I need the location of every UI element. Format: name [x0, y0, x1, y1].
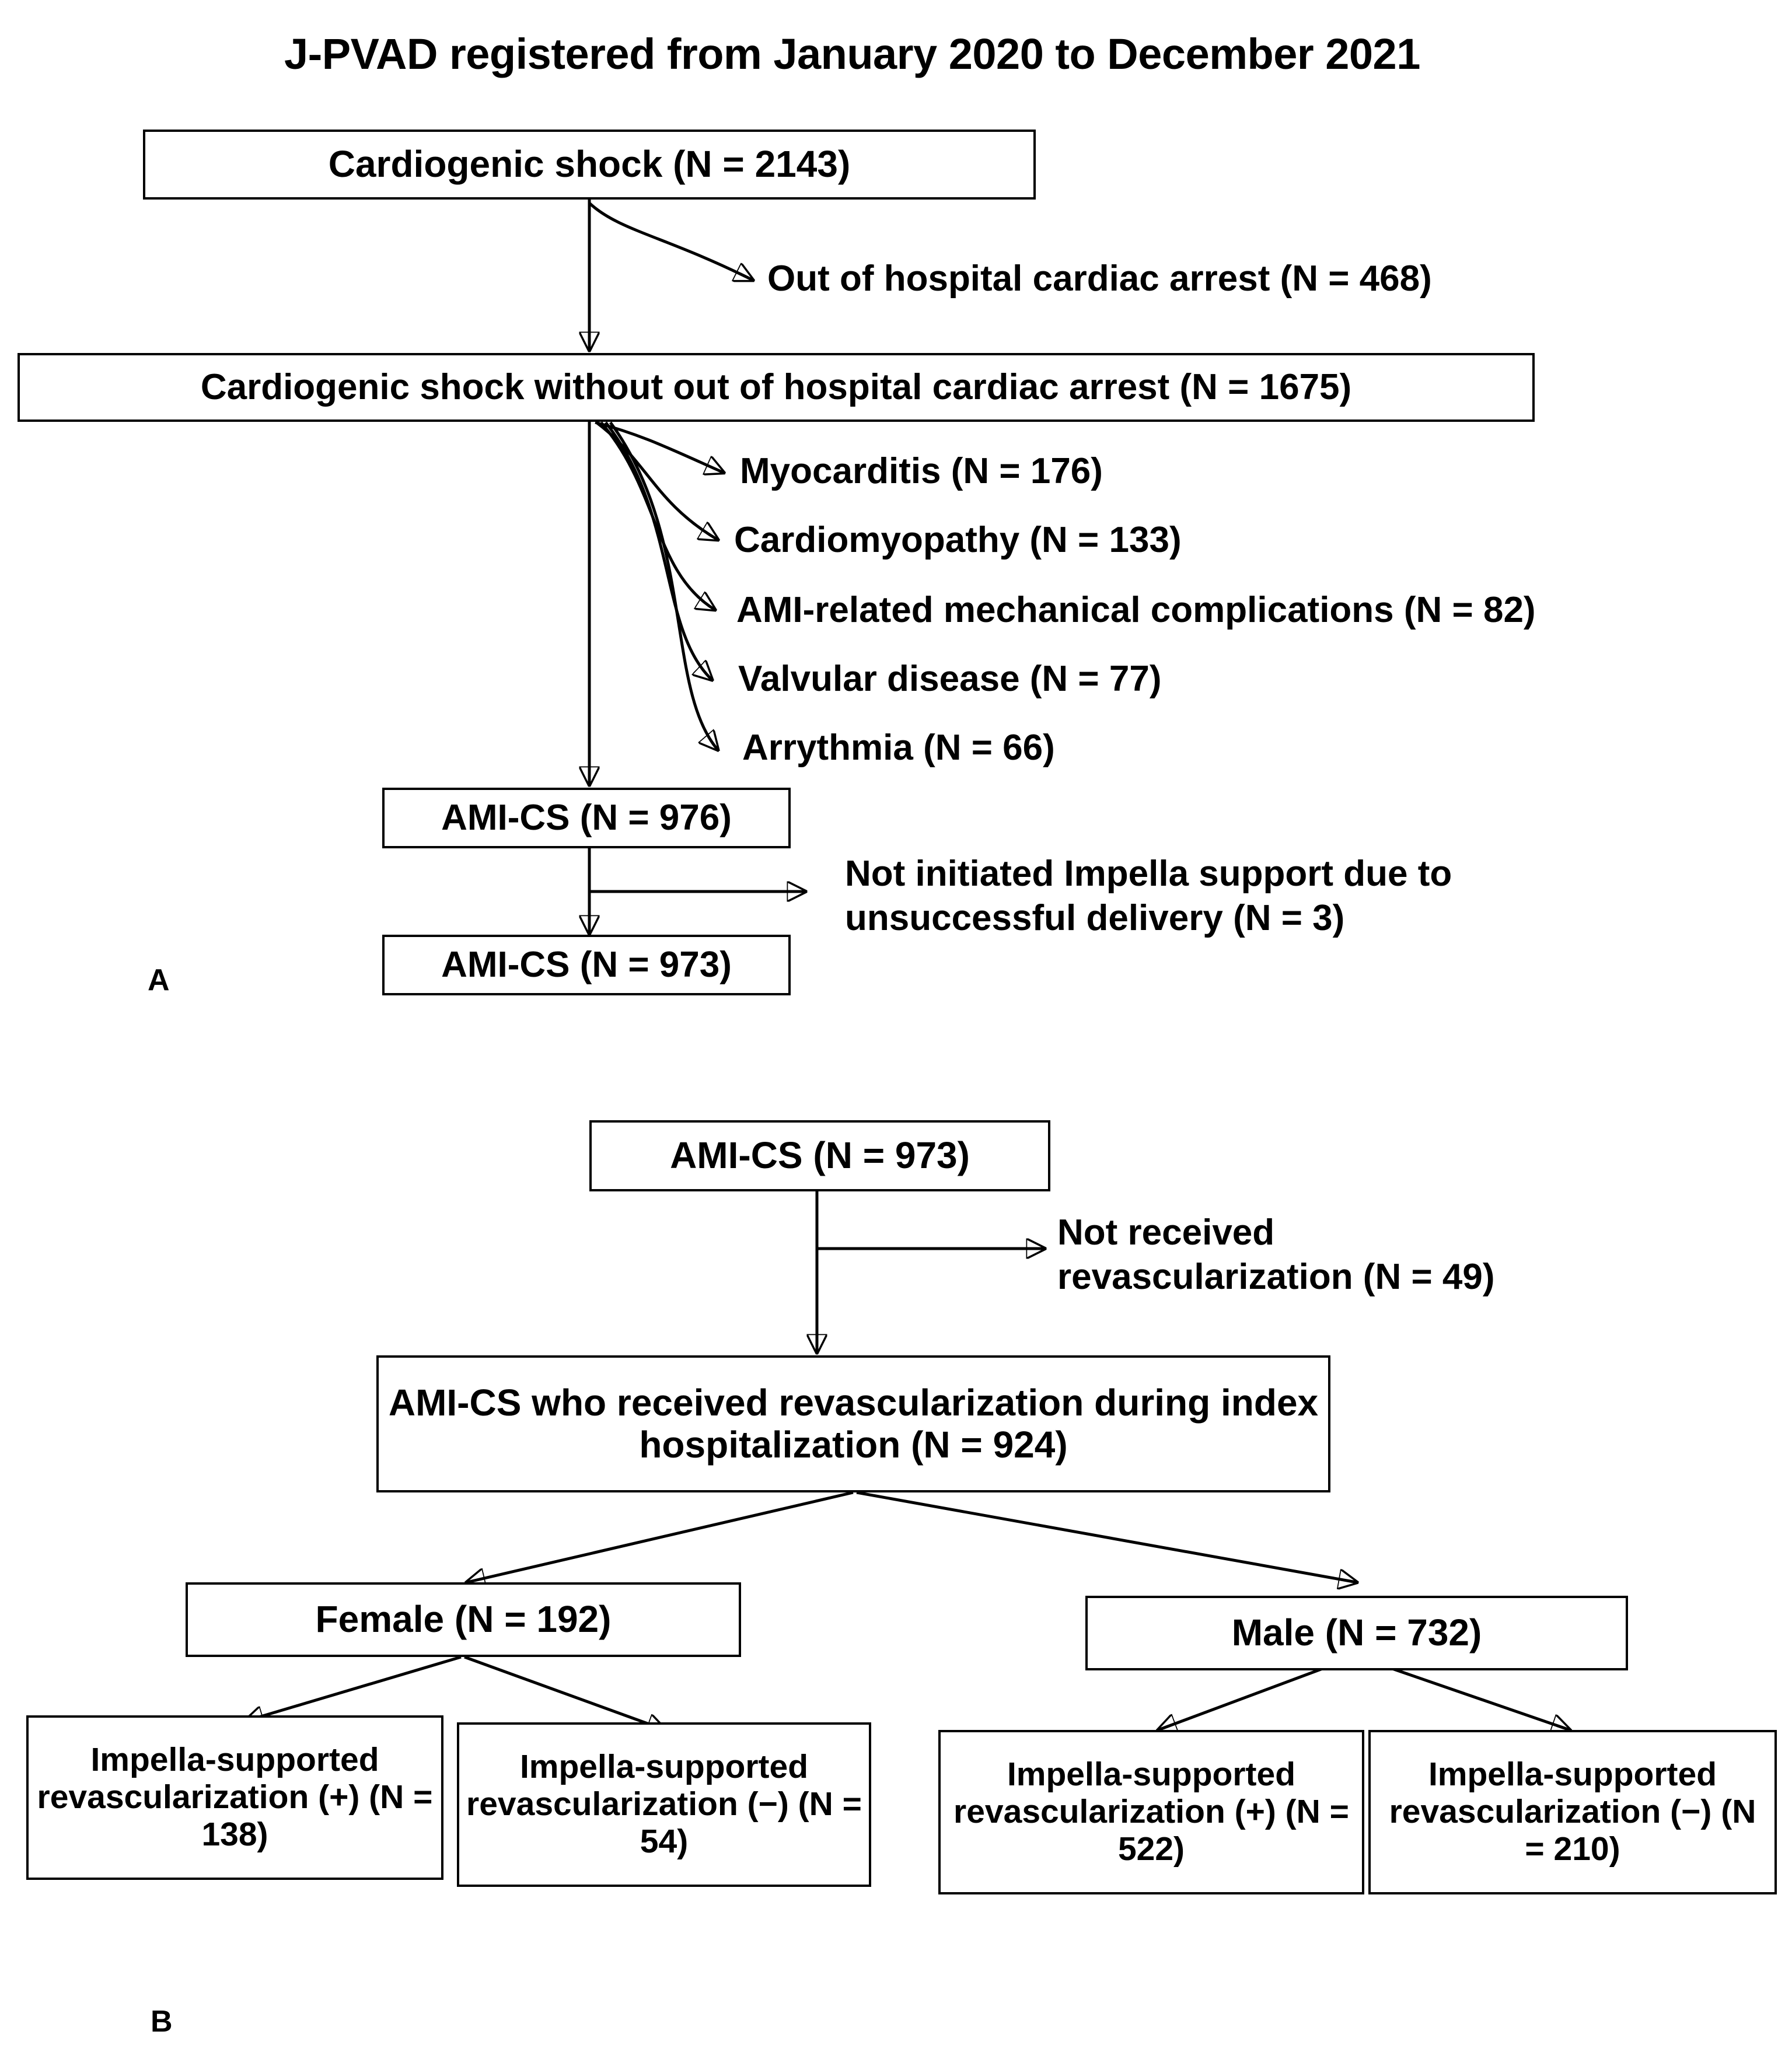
- label-cardiomyopathy: Cardiomyopathy (N = 133): [734, 520, 1182, 560]
- panel-letter-a: A: [148, 963, 170, 997]
- node-revascularized[interactable]: AMI-CS who received revascularization du…: [376, 1355, 1330, 1492]
- edge-to-ami-mechanical-complications: [600, 421, 715, 610]
- node-male[interactable]: Male (N = 732): [1085, 1596, 1628, 1670]
- node-female-impella-supported-negative-label: Impella-supported revascularization (−) …: [466, 1748, 862, 1860]
- node-ami-cs-973-panel-b[interactable]: AMI-CS (N = 973): [589, 1120, 1050, 1191]
- node-cs-without-ohca[interactable]: Cardiogenic shock without out of hospita…: [18, 353, 1535, 422]
- node-male-label: Male (N = 732): [1231, 1611, 1482, 1654]
- label-arrythmia: Arrythmia (N = 66): [742, 728, 1055, 768]
- panel-letter-b: B: [151, 2005, 173, 2039]
- node-male-impella-supported-negative[interactable]: Impella-supported revascularization (−) …: [1368, 1730, 1777, 1894]
- node-female-label: Female (N = 192): [315, 1598, 612, 1641]
- label-not-initiated-impella-support: Not initiated Impella support due to uns…: [845, 854, 1452, 938]
- label-valvular-disease: Valvular disease (N = 77): [738, 659, 1162, 699]
- node-ami-cs-973-panel-b-label: AMI-CS (N = 973): [670, 1134, 970, 1177]
- node-female[interactable]: Female (N = 192): [186, 1582, 741, 1657]
- figure-title: J-PVAD registered from January 2020 to D…: [284, 30, 1420, 78]
- node-male-impella-supported-negative-label: Impella-supported revascularization (−) …: [1389, 1756, 1756, 1868]
- node-female-impella-supported-negative[interactable]: Impella-supported revascularization (−) …: [457, 1722, 871, 1887]
- node-ami-cs-973-label: AMI-CS (N = 973): [441, 945, 732, 985]
- node-cs-without-ohca-label: Cardiogenic shock without out of hospita…: [200, 367, 1352, 408]
- edge-to-myocarditis: [595, 421, 724, 473]
- node-female-impella-supported-positive-label: Impella-supported revascularization (+) …: [37, 1741, 433, 1853]
- node-revascularized-label: AMI-CS who received revascularization du…: [388, 1381, 1319, 1466]
- edge-revascularized-to-male: [856, 1491, 1357, 1582]
- label-not-received-revascularization: Not received revascularization (N = 49): [1057, 1212, 1495, 1297]
- node-ami-cs-976[interactable]: AMI-CS (N = 976): [382, 788, 791, 848]
- edge-to-cardiomyopathy: [595, 421, 718, 540]
- edge-revascularized-to-female: [467, 1491, 854, 1582]
- node-ami-cs-973[interactable]: AMI-CS (N = 973): [382, 935, 791, 995]
- node-cardiogenic-shock-label: Cardiogenic shock (N = 2143): [328, 143, 851, 186]
- node-male-impella-supported-positive-label: Impella-supported revascularization (+) …: [953, 1756, 1349, 1868]
- label-ami-related-mechanical-complications: AMI-related mechanical complications (N …: [736, 590, 1536, 630]
- label-myocarditis: Myocarditis (N = 176): [740, 451, 1103, 491]
- edge-cs-to-ohca: [588, 202, 753, 280]
- label-out-of-hospital-cardiac-arrest: Out of hospital cardiac arrest (N = 468): [767, 258, 1432, 299]
- node-ami-cs-976-label: AMI-CS (N = 976): [441, 798, 732, 838]
- edge-to-valvular-disease: [605, 421, 712, 680]
- node-cardiogenic-shock[interactable]: Cardiogenic shock (N = 2143): [143, 130, 1036, 200]
- edge-female-to-impella-neg: [464, 1655, 665, 1730]
- node-female-impella-supported-positive[interactable]: Impella-supported revascularization (+) …: [26, 1715, 443, 1880]
- node-male-impella-supported-positive[interactable]: Impella-supported revascularization (+) …: [938, 1730, 1364, 1894]
- edge-female-to-impella-pos: [245, 1655, 462, 1721]
- edge-to-arrythmia: [609, 421, 718, 750]
